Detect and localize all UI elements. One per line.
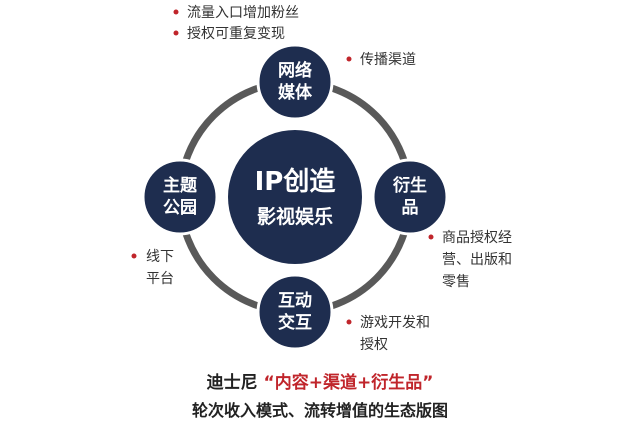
note-right: 商品授权经 营、出版和 零售	[428, 230, 512, 290]
note-bottom-right-line-2: 授权	[360, 337, 388, 353]
center-circle	[228, 130, 362, 264]
note-top-item-2: 授权可重复变现	[187, 25, 285, 42]
node-right-line2: 品	[402, 198, 419, 218]
caption-line-2: 轮次收入模式、流转增值的生态版图	[192, 401, 448, 420]
note-top-item-1: 流量入口增加粉丝	[187, 5, 299, 21]
note-top-right: 传播渠道	[346, 52, 416, 68]
caption-prefix: 迪士尼	[207, 372, 264, 393]
note-right-line-3: 零售	[442, 274, 470, 290]
node-derivatives: 衍生 品	[371, 158, 449, 236]
node-top-line2: 媒体	[278, 82, 313, 103]
node-left-circle	[141, 158, 219, 236]
caption-line-1: 迪士尼 “内容+渠道+衍生品”	[207, 372, 434, 393]
center-node: IP创造 影视娱乐	[228, 130, 362, 264]
node-right-line1: 衍生	[393, 175, 427, 196]
note-top-right-item-1: 传播渠道	[360, 52, 416, 68]
bullet-dot	[173, 30, 179, 36]
note-bottom-right: 游戏开发和 授权	[346, 315, 430, 353]
bullet-dot	[346, 319, 352, 325]
center-line1: IP创造	[255, 167, 336, 197]
note-right-line-2: 营、出版和	[442, 252, 512, 268]
note-left-line-2: 平台	[146, 271, 174, 287]
center-line2: 影视娱乐	[257, 205, 333, 228]
node-interactive: 互动 交互	[256, 273, 334, 351]
bullet-dot	[131, 253, 137, 259]
node-left-line2: 公园	[163, 198, 197, 218]
bullet-dot	[173, 9, 179, 15]
node-bottom-line2: 交互	[278, 312, 312, 333]
note-left-line-1: 线下	[146, 249, 174, 265]
node-right-circle	[371, 158, 449, 236]
node-bottom-line1: 互动	[278, 291, 312, 311]
note-left: 线下 平台	[131, 249, 174, 287]
note-right-line-1: 商品授权经	[442, 230, 512, 246]
note-bottom-right-line-1: 游戏开发和	[360, 315, 430, 331]
bullet-dot	[428, 234, 434, 240]
node-top-line1: 网络	[278, 60, 312, 81]
node-bottom-circle	[256, 273, 334, 351]
node-left-line1: 主题	[163, 175, 198, 196]
node-theme-park: 主题 公园	[141, 158, 219, 236]
node-network-media: 网络 媒体	[256, 43, 334, 121]
note-top: 流量入口增加粉丝 授权可重复变现	[173, 5, 299, 42]
caption-highlight: “内容+渠道+衍生品”	[264, 372, 434, 393]
bullet-dot	[346, 56, 352, 62]
node-top-circle	[256, 43, 334, 121]
